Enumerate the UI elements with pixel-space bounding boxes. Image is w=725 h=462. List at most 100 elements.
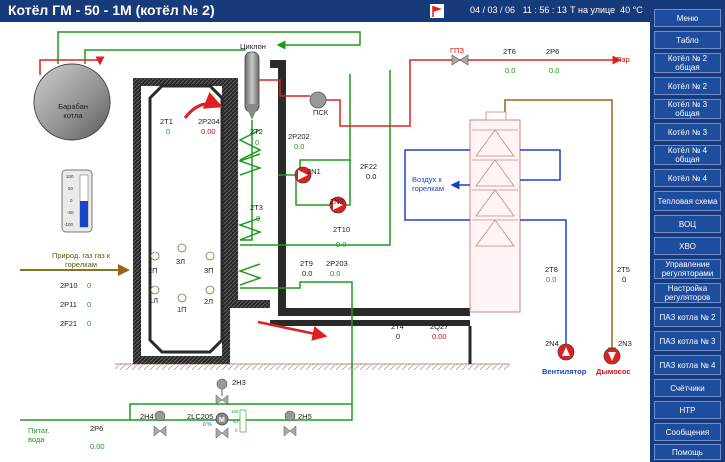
tag-2q27-value: 0.00: [432, 332, 447, 341]
svg-text:50: 50: [233, 419, 239, 424]
svg-text:0: 0: [70, 198, 73, 203]
tag-2q27-label: 2Q27: [430, 322, 449, 331]
menu-button-boiler3-general[interactable]: Котёл № 3 общая: [654, 99, 721, 119]
gpz-valve[interactable]: [451, 54, 461, 66]
svg-text:100: 100: [66, 174, 74, 179]
burner-2p-label: 2П: [148, 266, 158, 275]
tag-2p10-label: 2P10: [60, 281, 78, 290]
tag-2t10-value: 0.0: [336, 240, 347, 249]
tag-2t9-label: 2T9: [300, 259, 313, 268]
valve-2n5[interactable]: [283, 410, 297, 437]
tag-2t2-label: 2T2: [250, 127, 263, 136]
menu-button-vots[interactable]: ВОЦ: [654, 215, 721, 233]
tag-2t3-value: 0: [256, 214, 261, 223]
level-regulator-sub: 0 %: [203, 422, 212, 428]
menu-button-regulator-control[interactable]: Управление регуляторами: [654, 259, 721, 279]
psk-valve[interactable]: [309, 91, 327, 109]
gas-label: Природ. газ газ к горелкам: [51, 251, 111, 269]
alarm-flag-icon[interactable]: [430, 4, 444, 18]
smoke-2n3-label: 2N3: [618, 339, 632, 348]
svg-text:-50: -50: [67, 210, 74, 215]
motor-m-label: M: [219, 417, 225, 424]
valve-2n4[interactable]: [153, 410, 167, 437]
menu-button-ntr[interactable]: НТР: [654, 401, 721, 419]
tag-2t6-value: 0.0: [505, 66, 516, 75]
tag-2p6-top-value: 0.0: [549, 66, 560, 75]
pump-2n1-label: 2N1: [307, 167, 321, 176]
cyclone: [244, 51, 260, 113]
ground-hatch: [115, 364, 510, 370]
sidebar-menu: Меню Табло Котёл № 2 общая Котёл № 2 Кот…: [650, 0, 725, 462]
level-regulator-motor[interactable]: [215, 412, 229, 426]
smoke-exhauster-label: Дымосос: [596, 367, 631, 376]
svg-text:-100: -100: [64, 222, 74, 227]
valve-2n4-label: 2Н4: [140, 412, 154, 421]
menu-button-paz-boiler2[interactable]: ПАЗ котла № 2: [654, 307, 721, 327]
drum: [33, 63, 111, 141]
page-title: Котёл ГМ - 50 - 1М (котёл № 2): [8, 2, 215, 18]
tag-2t4-value: 0: [396, 332, 401, 341]
tag-2p202-label: 2P202: [288, 132, 310, 141]
tag-2p202-value: 0.0: [294, 142, 305, 151]
menu-button-messages[interactable]: Сообщения: [654, 423, 721, 441]
valve-2n3-label: 2Н3: [232, 378, 246, 387]
diagram-graphics: 100 50 0 -50 -100: [20, 31, 622, 439]
tag-2t5-label: 2T5: [617, 265, 630, 274]
svg-text:100: 100: [231, 409, 239, 414]
tag-2p11-label: 2P11: [60, 300, 77, 309]
fan-label: Вентилятор: [542, 367, 587, 376]
svg-text:0: 0: [235, 428, 238, 433]
process-diagram: 100 50 0 -50 -100: [0, 22, 650, 462]
cyclone-label: Циклон: [240, 42, 266, 51]
tag-2f22-label: 2F22: [360, 162, 378, 171]
menu-button-boiler3[interactable]: Котёл № 3: [654, 123, 721, 141]
tag-2t5-value: 0: [622, 275, 627, 284]
fan-2n4-label: 2N4: [545, 339, 559, 348]
tag-2f21-label: 2F21: [60, 319, 78, 328]
menu-button-regulator-setup[interactable]: Настройка регуляторов: [654, 283, 721, 303]
tag-2p11-value: 0: [87, 300, 92, 309]
tag-2f21-value: 0: [87, 319, 92, 328]
title-bar: Котёл ГМ - 50 - 1М (котёл № 2) 04 / 03 /…: [0, 0, 650, 22]
menu-button-main[interactable]: Меню: [654, 9, 721, 27]
burner-1p-label: 1П: [177, 305, 187, 314]
tag-2t1-value: 0: [166, 127, 171, 136]
outdoor-temp-label: Т на улице: [570, 5, 616, 15]
menu-button-boiler2[interactable]: Котёл № 2: [654, 77, 721, 95]
tag-2t8-label: 2T8: [545, 265, 558, 274]
gpz-label: ГПЗ: [450, 46, 464, 55]
time: 11 : 56 : 13: [522, 5, 567, 15]
level-regulator-label: 2LC205: [187, 412, 214, 421]
tag-2p203-label: 2P203: [326, 259, 348, 268]
menu-button-thermal-scheme[interactable]: Тепловая схема: [654, 191, 721, 211]
menu-button-boiler2-general[interactable]: Котёл № 2 общая: [654, 53, 721, 73]
menu-button-hvo[interactable]: ХВО: [654, 237, 721, 255]
steam-label: Пар: [616, 55, 630, 64]
menu-button-counters[interactable]: Счётчики: [654, 379, 721, 397]
outdoor-temp-value: 40 °С: [620, 5, 643, 15]
menu-button-boiler4-general[interactable]: Котёл № 4 общая: [654, 145, 721, 165]
furnace-wall: [133, 78, 270, 364]
drum-label: Барабан котла: [58, 102, 88, 120]
tag-2t1-label: 2T1: [160, 117, 173, 126]
tag-2p203-value: 0.0: [330, 269, 341, 278]
air-to-burners-label: Воздух к горелкам: [412, 175, 444, 193]
tag-2t8-value: 0.0: [546, 275, 557, 284]
menu-button-paz-boiler3[interactable]: ПАЗ котла № 3: [654, 331, 721, 351]
date-time: 04 / 03 / 06 11 : 56 : 13: [470, 5, 567, 15]
tag-2p204-label: 2P204: [198, 117, 220, 126]
menu-button-help[interactable]: Помощь: [654, 444, 721, 460]
burner-3l-label: 3Л: [176, 257, 186, 266]
menu-button-panel[interactable]: Табло: [654, 31, 721, 49]
tag-2p6-label: 2P6: [90, 424, 104, 433]
tag-2t4-label: 2T4: [391, 322, 404, 331]
pump-2n2-label: 2N2: [330, 197, 344, 206]
tag-2p10-value: 0: [87, 281, 92, 290]
tag-2t10-label: 2T10: [333, 225, 351, 234]
tag-2t6-label: 2T6: [503, 47, 516, 56]
outdoor-temp: Т на улице 40 °С: [570, 5, 643, 15]
tag-2p204-value: 0.00: [201, 127, 216, 136]
menu-button-boiler4[interactable]: Котёл № 4: [654, 169, 721, 187]
menu-button-paz-boiler4[interactable]: ПАЗ котла № 4: [654, 355, 721, 375]
valve-2n5-label: 2Н5: [298, 412, 312, 421]
